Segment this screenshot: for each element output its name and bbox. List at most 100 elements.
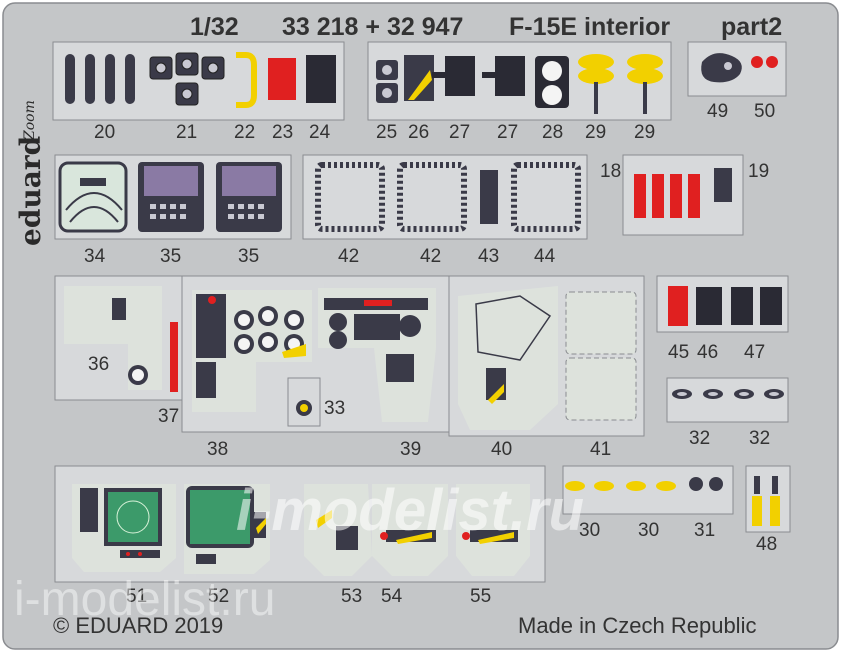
part-51-label: 51 [126, 586, 147, 607]
watermark-faint: i-modelist.ru [14, 573, 275, 626]
part-54-panel [372, 484, 448, 576]
part-23-label: 23 [272, 122, 293, 143]
zoom-logo: Zoom [22, 100, 38, 141]
kit-codes: 33 218 + 32 947 [282, 13, 463, 41]
origin-text: Made in Czech Republic [518, 613, 756, 638]
part-33-label: 33 [324, 398, 345, 419]
part-32b-label: 32 [749, 428, 770, 449]
part-19-label: 19 [748, 161, 769, 182]
part-21-label: 21 [176, 122, 197, 143]
brand-name: eduard [14, 136, 47, 246]
frame-k [666, 377, 789, 423]
part-44-label: 44 [534, 246, 556, 267]
part-18-label: 18 [600, 161, 621, 182]
part-45-placard [668, 286, 688, 326]
part-21-knobs [149, 52, 225, 106]
part-35b-label: 35 [238, 246, 259, 267]
part-23-placard [268, 58, 296, 100]
frame-l [54, 465, 546, 583]
part-32a-label: 32 [689, 428, 710, 449]
part-18-switches [634, 174, 700, 218]
part-27b-label: 27 [497, 122, 518, 143]
part-29-levers [578, 54, 663, 114]
frame-c [687, 41, 787, 97]
part-30-handles [565, 481, 676, 491]
part-41-label: 41 [590, 439, 611, 460]
part-48-label: 48 [756, 534, 777, 555]
part-37-strip [170, 322, 178, 392]
part-50-light-a [751, 56, 763, 68]
part-26-label: 26 [408, 122, 429, 143]
part-46-label: 46 [697, 342, 718, 363]
part-50-label: 50 [754, 101, 775, 122]
subject-title: F-15E interior [509, 13, 670, 41]
part-38-label: 38 [207, 439, 228, 460]
part-49-grip [701, 53, 742, 83]
part-47-plate-a [731, 287, 753, 325]
frame-n [745, 465, 791, 533]
part-30b-label: 30 [638, 520, 659, 541]
part-36-panel [64, 286, 162, 390]
part-43-label: 43 [478, 246, 499, 267]
part-34-label: 34 [84, 246, 106, 267]
part-50-light-b [766, 56, 778, 68]
part-44-frame [511, 162, 581, 232]
frame-i [448, 275, 645, 437]
part-43-strip [480, 170, 498, 224]
part-24-label: 24 [309, 122, 331, 143]
part-label: part2 [721, 13, 782, 41]
part-42a-label: 42 [338, 246, 359, 267]
part-31-label: 31 [694, 520, 715, 541]
frame-f [622, 154, 744, 236]
part-37-label: 37 [158, 406, 179, 427]
part-22-label: 22 [234, 122, 255, 143]
part-51-panel [72, 484, 176, 572]
part-52-panel [184, 484, 270, 574]
part-24-panel [306, 55, 336, 103]
part-42-frame-b [397, 162, 467, 232]
part-41-doors [565, 291, 637, 421]
frame-b [367, 41, 672, 121]
scale-label: 1/32 [190, 13, 239, 41]
frame-j [656, 275, 789, 333]
part-55-panel [456, 484, 530, 576]
copyright-text: © EDUARD 2019 [53, 613, 223, 638]
part-53-panel [304, 484, 372, 576]
zoom-logo-text: Zoom [22, 100, 38, 141]
part-40-label: 40 [491, 439, 512, 460]
part-48-placards [752, 476, 780, 526]
brand-block: eduard [14, 136, 47, 246]
part-53-label: 53 [341, 586, 362, 607]
part-27-boxes [432, 56, 525, 96]
part-47-label: 47 [744, 342, 765, 363]
part-54-label: 54 [381, 586, 403, 607]
watermark-main: i-modelist.ru [236, 478, 584, 543]
part-29a-label: 29 [585, 122, 606, 143]
frame-e [302, 154, 588, 240]
part-39-label: 39 [400, 439, 421, 460]
part-46-placard [696, 287, 722, 325]
frame-g [54, 275, 203, 401]
part-55-label: 55 [470, 586, 491, 607]
part-31-knobs [689, 477, 723, 491]
part-35-mfd-a [138, 162, 204, 232]
part-34-display [58, 161, 128, 233]
part-36-label: 36 [88, 354, 109, 375]
part-30a-label: 30 [579, 520, 600, 541]
part-45-label: 45 [668, 342, 689, 363]
part-27a-label: 27 [449, 122, 470, 143]
frame-d [54, 154, 292, 240]
part-28-gauges [535, 56, 569, 108]
part-35-mfd-b [216, 162, 282, 232]
part-20-label: 20 [94, 122, 115, 143]
part-52-label: 52 [208, 586, 229, 607]
part-47-plate-b [760, 287, 782, 325]
frame-a [52, 41, 345, 121]
part-22-handle [236, 52, 257, 108]
frame-m [562, 465, 734, 515]
part-25-buttons [376, 60, 398, 103]
part-42-frame-a [315, 162, 385, 232]
part-29b-label: 29 [634, 122, 655, 143]
part-35a-label: 35 [160, 246, 181, 267]
